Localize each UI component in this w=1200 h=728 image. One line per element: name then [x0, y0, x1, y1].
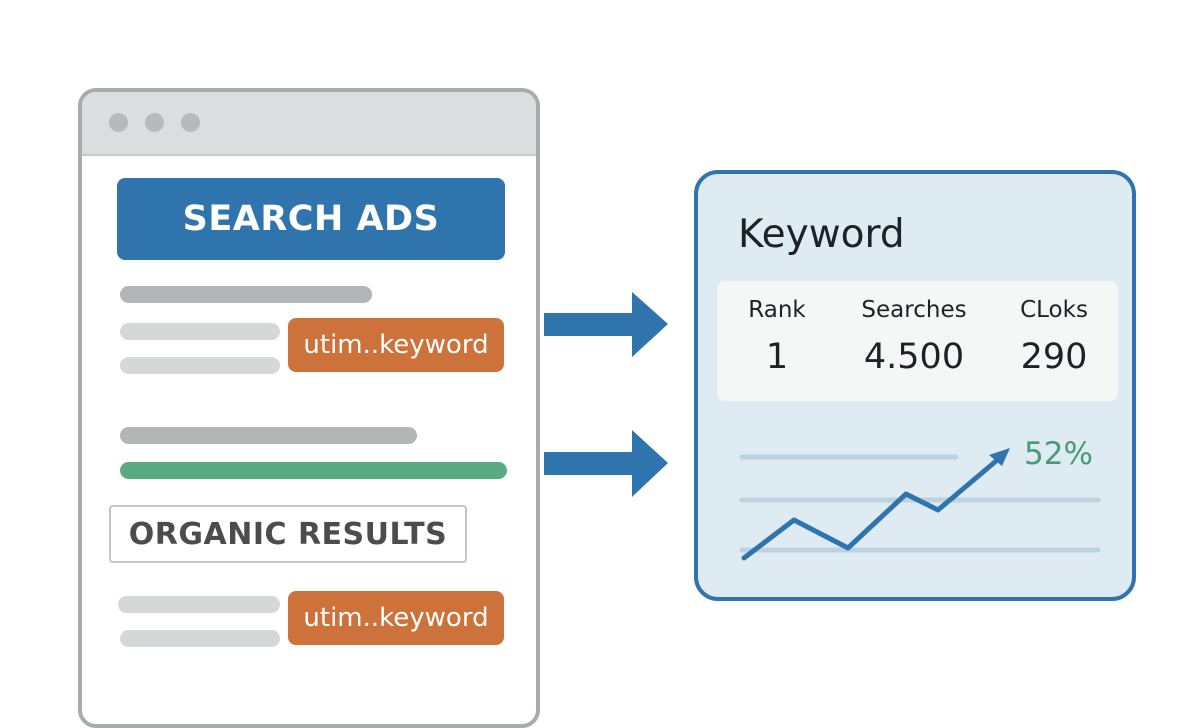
result-text-placeholder — [118, 596, 280, 613]
stat-value-searches: 4.500 — [863, 337, 965, 377]
window-dot-icon — [145, 113, 164, 132]
stat-value-clicks: 290 — [1020, 337, 1088, 377]
result-text-placeholder — [120, 357, 280, 374]
stat-label-clicks: CLoks — [1020, 297, 1088, 323]
stat-label-rank: Rank — [748, 297, 806, 323]
arrow-right-icon — [544, 430, 668, 497]
growth-percent: 52% — [1024, 436, 1093, 472]
result-title-placeholder — [120, 286, 372, 303]
search-ads-banner: SEARCH ADS — [117, 178, 505, 260]
stat-value-rank: 1 — [765, 337, 789, 377]
result-url-placeholder — [120, 462, 507, 479]
stat-label-searches: Searches — [861, 297, 967, 323]
window-dot-icon — [181, 113, 200, 132]
result-title-placeholder — [120, 427, 417, 444]
keyword-stats-panel: Keyword Rank 1 Searches 4.500 CLoks 290 … — [694, 170, 1136, 601]
growth-trend-chart — [739, 448, 1101, 561]
result-text-placeholder — [120, 630, 280, 647]
arrow-right-icon — [544, 292, 668, 357]
trend-arrowhead-icon — [989, 448, 1010, 466]
browser-title-bar — [82, 92, 536, 156]
organic-results-label: ORGANIC RESULTS — [109, 505, 467, 563]
keyword-stats-card: Rank 1 Searches 4.500 CLoks 290 — [717, 281, 1118, 401]
keyword-highlight-tag: utim..keyword — [288, 318, 504, 372]
result-text-placeholder — [120, 323, 280, 340]
window-dot-icon — [109, 113, 128, 132]
panel-title: Keyword — [738, 212, 905, 257]
keyword-highlight-tag: utim..keyword — [288, 591, 504, 645]
trend-line — [741, 453, 1005, 561]
flow-arrows — [544, 292, 668, 497]
search-results-window: SEARCH ADS utim..keyword ORGANIC RESULTS… — [78, 88, 540, 728]
